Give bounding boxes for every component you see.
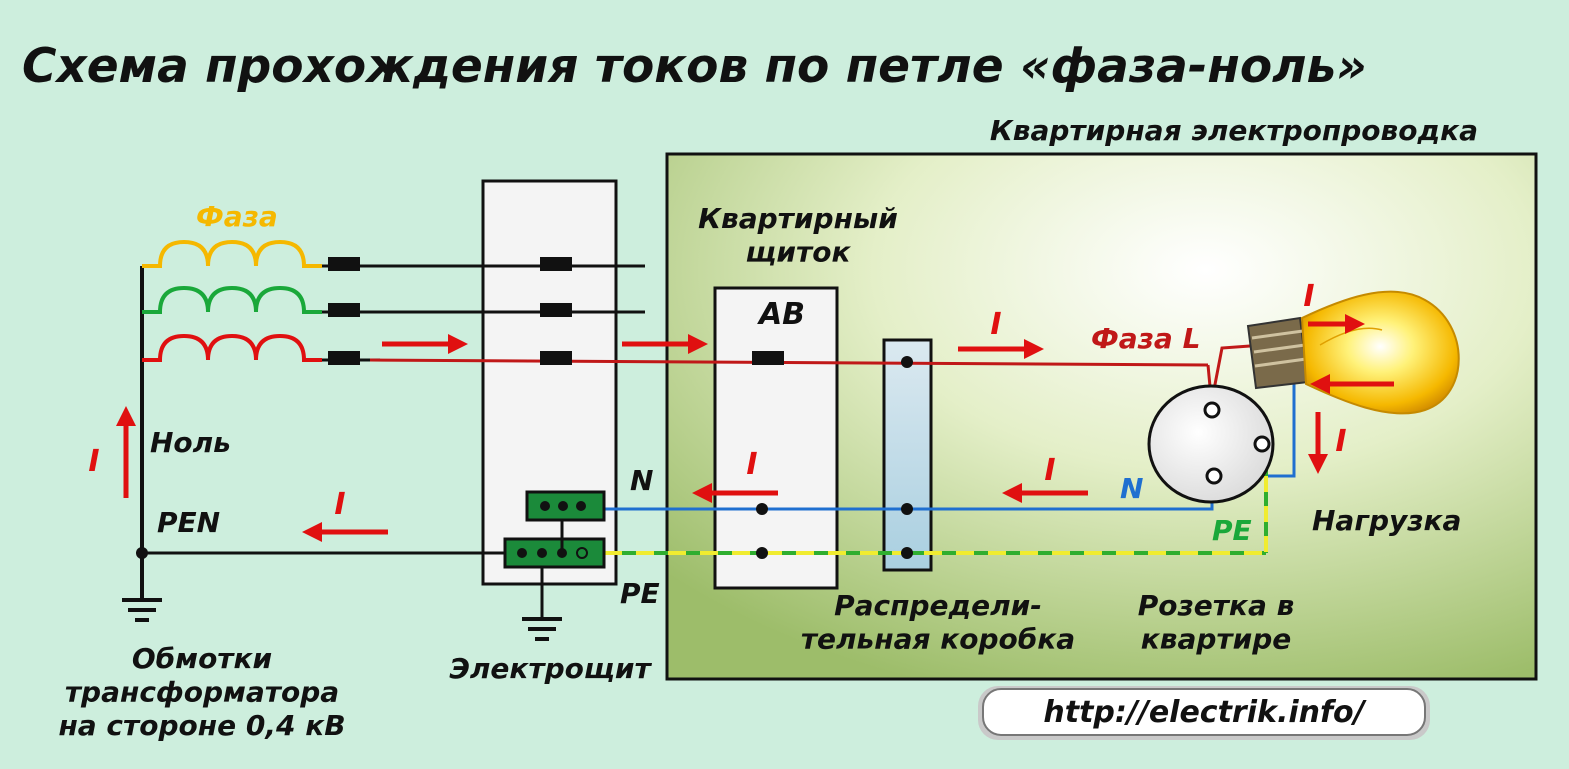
switch-3 — [540, 351, 572, 365]
fuse-1 — [328, 257, 360, 271]
n-right-label: N — [1120, 472, 1143, 505]
load-label: Нагрузка — [1312, 504, 1461, 537]
breaker-label: АВ — [757, 297, 805, 332]
current-label: I — [88, 444, 99, 479]
pe-right-label: PE — [1212, 514, 1252, 547]
junction-n-dot — [901, 503, 913, 515]
terminal-block-pe — [503, 537, 606, 569]
nol-label: Ноль — [150, 426, 231, 459]
switch-1 — [540, 257, 572, 271]
current-label: I — [990, 307, 1001, 342]
breaker-ab — [752, 351, 784, 365]
junction-box — [882, 338, 933, 572]
fuse-2 — [328, 303, 360, 317]
ground-icon — [522, 617, 562, 641]
pen-junction-dot — [136, 547, 148, 559]
coil-green — [142, 285, 322, 314]
switchboard-label: Электрощит — [449, 652, 652, 685]
junction-phase-dot — [901, 356, 913, 368]
faza-label: Фаза — [196, 200, 278, 233]
junction-pe-dot — [901, 547, 913, 559]
pen-label: PEN — [157, 506, 220, 539]
junction-box-label: Распредели-тельная коробка — [801, 589, 1075, 656]
panel-n-dot — [756, 503, 768, 515]
phase-l-label: Фаза L — [1091, 322, 1200, 355]
current-label: I — [1335, 424, 1346, 459]
inductor-coil-icon — [142, 239, 322, 362]
phase-line-3-red — [369, 358, 1209, 367]
terminal-block-n — [525, 490, 606, 522]
coil-red — [142, 333, 322, 362]
apartment-panel-box — [713, 286, 839, 590]
current-label: I — [1303, 279, 1314, 314]
current-label: I — [1044, 453, 1055, 488]
arrow-icon — [116, 314, 1394, 542]
socket-icon — [1147, 384, 1275, 504]
page-title: Схема прохождения токов по петле «фаза-н… — [22, 39, 1367, 94]
current-label: I — [334, 487, 345, 522]
apartment-wiring-label: Квартирная электропроводка — [990, 114, 1478, 147]
coil-yellow — [142, 239, 322, 268]
switchboard-box — [481, 179, 618, 586]
phase-to-bulb — [1210, 344, 1251, 401]
switch-2 — [540, 303, 572, 317]
panel-pe-dot — [756, 547, 768, 559]
fuse-3 — [328, 351, 360, 365]
pe-left-label: PE — [620, 577, 660, 610]
ground-icon — [122, 598, 162, 622]
url-link[interactable]: http://electrik.info/ — [1043, 695, 1367, 730]
url-badge[interactable]: http://electrik.info/ — [978, 686, 1430, 740]
current-label: I — [746, 447, 757, 482]
n-left-label: N — [630, 464, 653, 497]
